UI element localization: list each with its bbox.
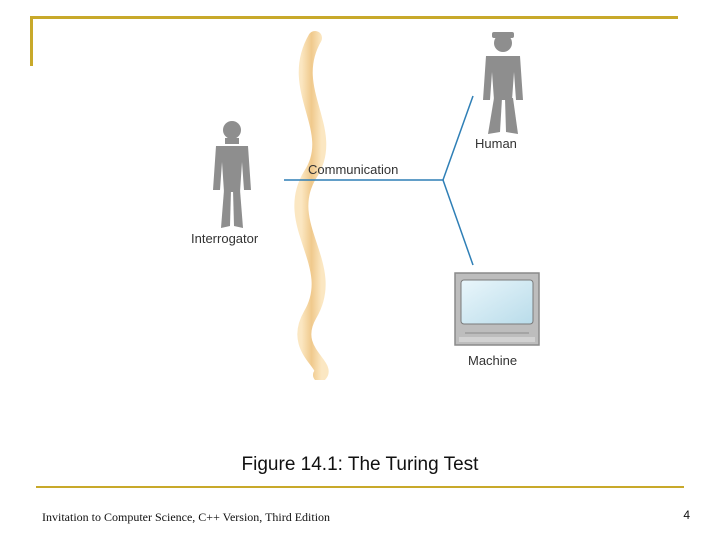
wall-barrier [294, 31, 329, 380]
label-interrogator: Interrogator [191, 231, 259, 246]
turing-test-diagram: Interrogator Human Communication Machine [191, 31, 540, 380]
human-figure [483, 32, 523, 134]
machine-monitor [454, 272, 540, 346]
label-human: Human [475, 136, 517, 151]
label-communication: Communication [308, 162, 398, 177]
label-machine: Machine [468, 353, 517, 368]
footer-rule [36, 486, 684, 488]
figure-caption: Figure 14.1: The Turing Test [241, 454, 479, 475]
machine-link-line [442, 179, 474, 266]
human-link-line [442, 95, 474, 181]
frame-left-rule [30, 16, 33, 66]
footer-source: Invitation to Computer Science, C++ Vers… [42, 510, 331, 524]
interrogator-figure [213, 121, 251, 228]
frame-top-rule [30, 16, 678, 19]
page-number: 4 [683, 508, 690, 522]
